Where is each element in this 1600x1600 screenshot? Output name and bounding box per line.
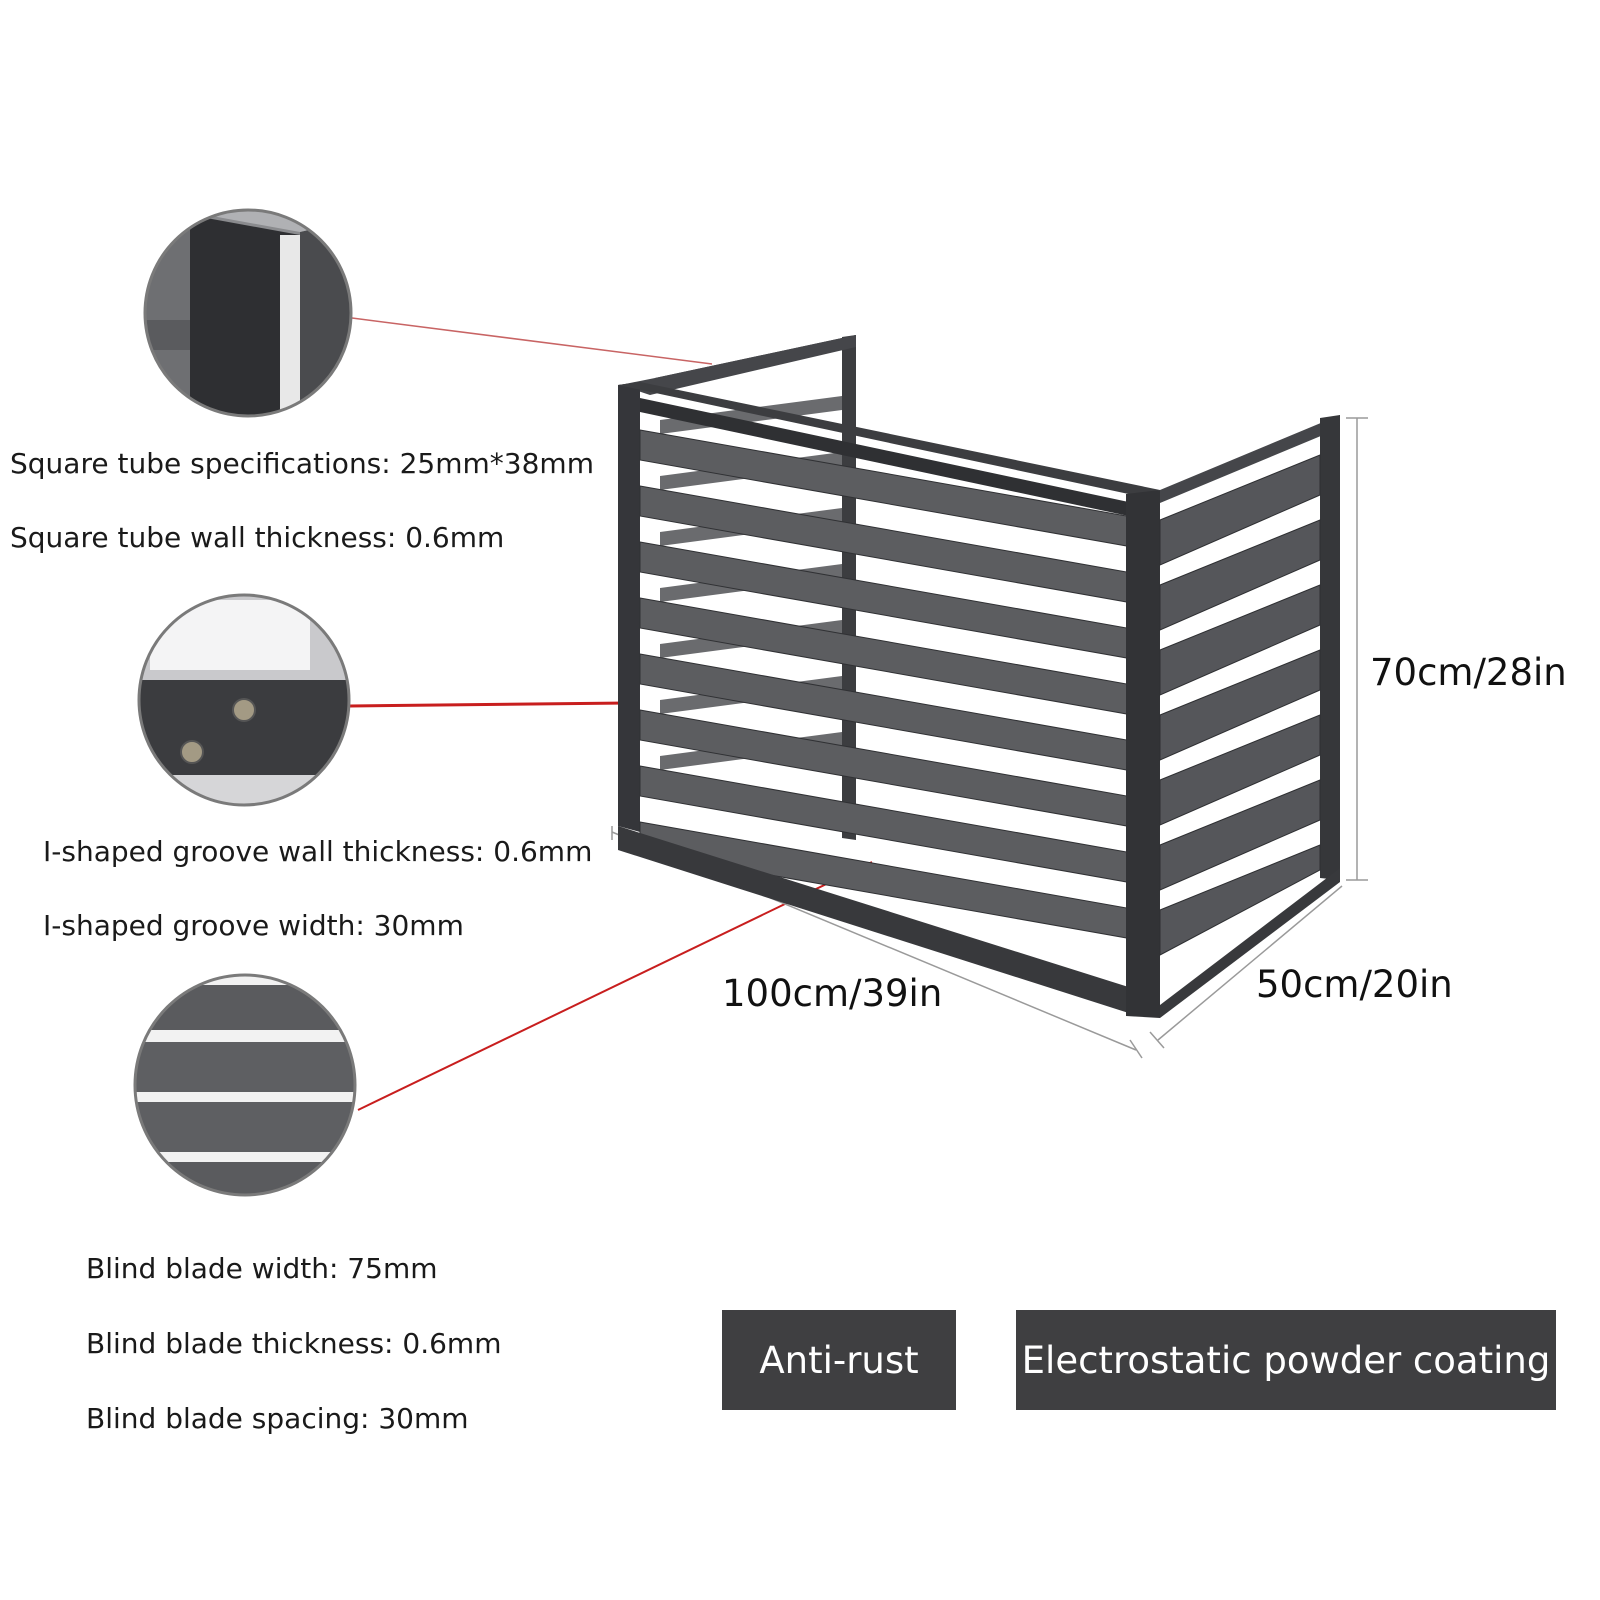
- detail-circle-square-tube: [143, 208, 353, 418]
- detail-circle-groove: [137, 593, 351, 807]
- spec-blade-width: Blind blade width: 75mm: [86, 1252, 438, 1285]
- spec-groove-width: I-shaped groove width: 30mm: [43, 909, 464, 942]
- detail-circle-blades: [133, 973, 357, 1197]
- height-label: 70cm/28in: [1370, 651, 1567, 694]
- front-louver-blades: [639, 429, 1139, 941]
- front-right-post: [1126, 490, 1160, 1018]
- ac-cover-enclosure: [618, 335, 1340, 1018]
- leader-line-groove: [349, 701, 629, 708]
- depth-dimension-line: [1157, 885, 1343, 1041]
- powder-coating-badge: Electrostatic powder coating: [1016, 1310, 1556, 1410]
- spec-tube-dimensions: Square tube specifications: 25mm*38mm: [10, 447, 594, 480]
- length-label: 100cm/39in: [722, 972, 943, 1015]
- leader-line-tube: [351, 317, 713, 365]
- spec-tube-wall-thickness: Square tube wall thickness: 0.6mm: [10, 521, 505, 554]
- front-bottom-rail: [618, 826, 1138, 1016]
- spec-blade-thickness: Blind blade thickness: 0.6mm: [86, 1327, 502, 1360]
- front-top-rail: [618, 382, 1160, 496]
- powder-coating-badge-label: Electrostatic powder coating: [1021, 1338, 1551, 1382]
- spec-blade-spacing: Blind blade spacing: 30mm: [86, 1402, 469, 1435]
- spec-groove-wall-thickness: I-shaped groove wall thickness: 0.6mm: [43, 835, 593, 868]
- side-louver-blades: [1159, 454, 1321, 956]
- depth-label: 50cm/20in: [1256, 963, 1453, 1006]
- anti-rust-badge: Anti-rust: [722, 1310, 956, 1410]
- back-right-post: [1320, 415, 1340, 880]
- front-left-post: [618, 382, 640, 832]
- anti-rust-badge-label: Anti-rust: [759, 1338, 919, 1382]
